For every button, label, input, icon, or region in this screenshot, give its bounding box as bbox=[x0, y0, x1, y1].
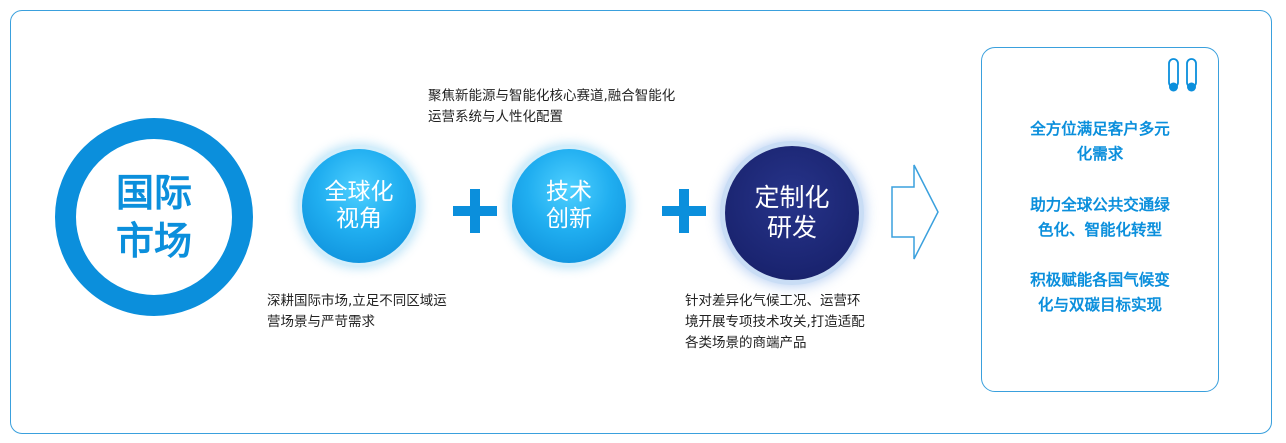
right-caption: 针对差异化气候工况、运营环 境开展专项技术攻关,打造适配 各类场景的商端产品 bbox=[685, 291, 865, 354]
bubble-2-line2: 创新 bbox=[546, 206, 592, 232]
bubble-3-line1: 定制化 bbox=[754, 183, 830, 212]
diagram-frame bbox=[10, 10, 1272, 434]
bubble-1-line1: 全球化 bbox=[324, 179, 394, 205]
results-box bbox=[981, 47, 1219, 392]
plus-icon bbox=[662, 189, 706, 233]
top-caption: 聚焦新能源与智能化核心赛道,融合智能化 运营系统与人性化配置 bbox=[428, 86, 675, 128]
arrow-icon bbox=[891, 164, 939, 260]
right-caption-line1: 针对差异化气候工况、运营环 bbox=[685, 293, 861, 309]
result-item-3: 积极赋能各国气候变 化与双碳目标实现 bbox=[981, 268, 1219, 318]
right-caption-line3: 各类场景的商端产品 bbox=[685, 335, 807, 351]
right-caption-line2: 境开展专项技术攻关,打造适配 bbox=[685, 314, 865, 330]
result-2-line1: 助力全球公共交通绿 bbox=[1030, 196, 1170, 214]
result-3-line1: 积极赋能各国气候变 bbox=[1030, 271, 1170, 289]
result-3-line2: 化与双碳目标实现 bbox=[1037, 296, 1162, 314]
international-market-label: 国际 市场 bbox=[55, 118, 253, 316]
bubble-3-line2: 研发 bbox=[766, 213, 817, 242]
top-caption-line1: 聚焦新能源与智能化核心赛道,融合智能化 bbox=[428, 88, 676, 104]
bubble-1-line2: 视角 bbox=[336, 206, 382, 232]
result-item-2: 助力全球公共交通绿 色化、智能化转型 bbox=[981, 193, 1219, 243]
left-caption-line2: 营场景与严苛需求 bbox=[267, 314, 375, 330]
result-1-line2: 化需求 bbox=[1076, 145, 1124, 163]
result-1-line1: 全方位满足客户多元 bbox=[1030, 120, 1170, 138]
bubble-2-line1: 技术 bbox=[546, 179, 592, 205]
left-caption-line1: 深耕国际市场,立足不同区域运 bbox=[267, 293, 447, 309]
left-caption: 深耕国际市场,立足不同区域运 营场景与严苛需求 bbox=[267, 291, 447, 333]
global-perspective-bubble: 全球化 视角 bbox=[302, 149, 416, 263]
main-label-line2: 市场 bbox=[115, 219, 192, 263]
result-item-1: 全方位满足客户多元 化需求 bbox=[981, 117, 1219, 167]
custom-rd-bubble: 定制化 研发 bbox=[725, 146, 859, 280]
main-label-line1: 国际 bbox=[115, 171, 192, 215]
result-2-line2: 色化、智能化转型 bbox=[1037, 221, 1162, 239]
top-caption-line2: 运营系统与人性化配置 bbox=[428, 109, 563, 125]
plus-icon bbox=[453, 189, 497, 233]
tech-innovation-bubble: 技术 创新 bbox=[512, 149, 626, 263]
thermometer-icon bbox=[1168, 58, 1197, 92]
